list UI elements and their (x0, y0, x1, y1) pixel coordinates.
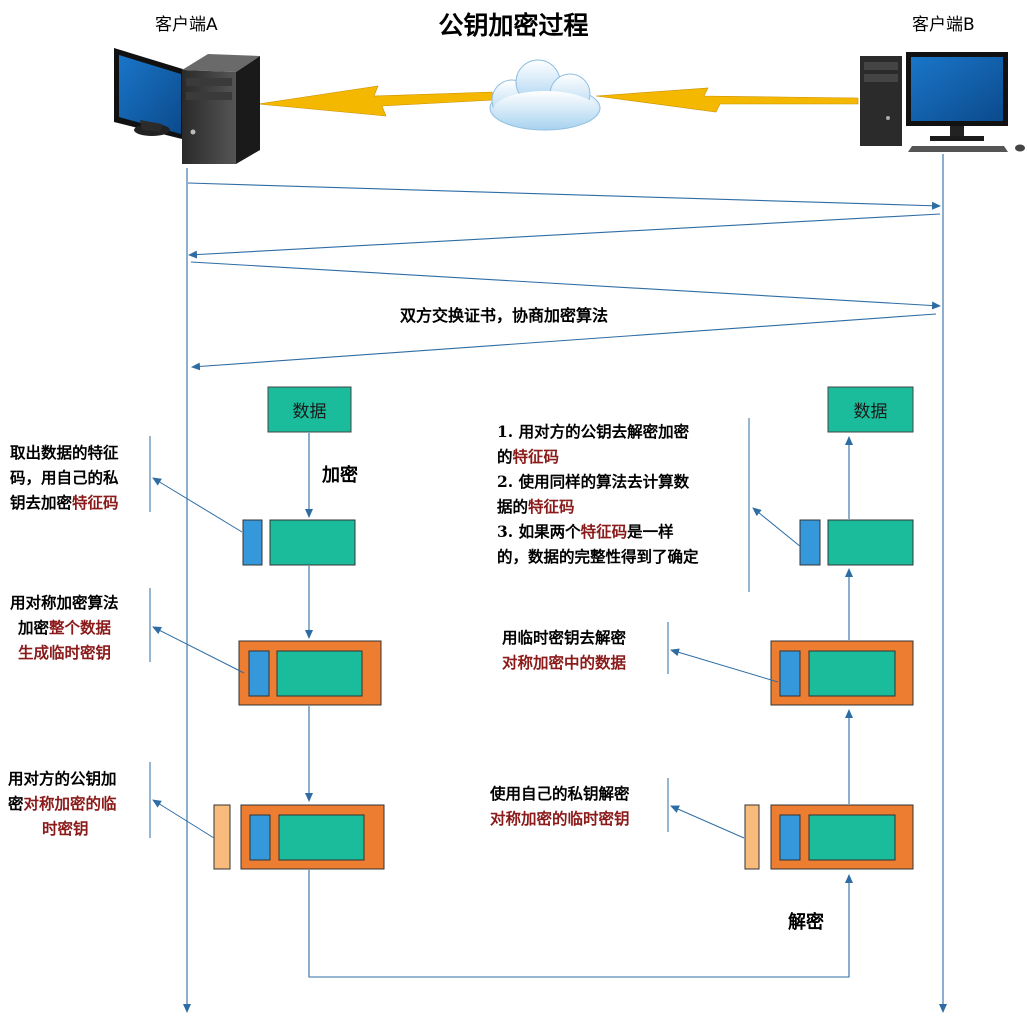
note-sign-feature-code: 取出数据的特征 码，用自己的私 钥去加密特征码 (10, 443, 119, 512)
final-signature-right (779, 814, 801, 861)
signed-data-left (269, 519, 356, 566)
page-title: 公钥加密过程 (438, 11, 589, 40)
pointer-right-3 (670, 805, 745, 839)
data-box-left-label: 数据 (292, 402, 327, 422)
decrypt-label: 解密 (788, 912, 824, 933)
signature-block-right (799, 519, 821, 566)
network-cloud-icon (489, 59, 601, 131)
handshake-arrow-4 (191, 313, 937, 371)
lightning-bolt-right (595, 87, 859, 113)
signed-data-right (827, 519, 914, 566)
client-a-label: 客户端A (155, 15, 218, 35)
pointer-left-3 (152, 799, 215, 839)
final-signature-left (249, 814, 271, 861)
note-symmetric-encrypt: 用对称加密算法 加密整个数据 生成临时密钥 (10, 593, 119, 662)
encrypted-temp-key-left (213, 804, 231, 870)
note-decrypt-with-temp-key: 用临时密钥去解密 对称加密中的数据 (502, 628, 627, 672)
handshake-arrow-3 (190, 261, 941, 310)
sym-signature-left (248, 650, 270, 697)
encrypt-label: 加密 (322, 465, 358, 486)
data-box-left (267, 386, 352, 433)
handshake-arrow-2 (188, 213, 941, 259)
data-box-right (827, 386, 914, 433)
handshake-label: 双方交换证书，协商加密算法 (400, 306, 609, 325)
pointer-right-1 (752, 507, 802, 548)
data-box-right-label: 数据 (853, 402, 888, 422)
transport-path-arrow (308, 870, 853, 978)
signature-block-left (242, 519, 263, 566)
computer-b-icon (860, 52, 1025, 152)
client-b-label: 客户端B (912, 15, 975, 35)
sym-data-left (276, 650, 363, 697)
note-verify-integrity: 1. 用对方的公钥去解密加密 的特征码 2. 使用同样的算法去计算数 据的特征码… (497, 422, 699, 566)
note-decrypt-with-private-key: 使用自己的私钥解密 对称加密的临时密钥 (490, 784, 630, 828)
computer-a-icon (114, 48, 260, 164)
final-data-left (278, 814, 365, 861)
encrypted-temp-key-right (744, 804, 760, 870)
pointer-left-2 (152, 626, 245, 674)
note-encrypt-temp-key: 用对方的公钥加 密对称加密的临 时密钥 (8, 769, 117, 838)
sym-data-right (808, 650, 896, 697)
handshake-arrow-1 (187, 182, 941, 210)
pointer-right-2 (670, 648, 779, 683)
final-data-right (808, 814, 896, 861)
sym-signature-right (779, 650, 801, 697)
lightning-bolt-left (257, 85, 495, 117)
pointer-left-1 (152, 477, 243, 533)
